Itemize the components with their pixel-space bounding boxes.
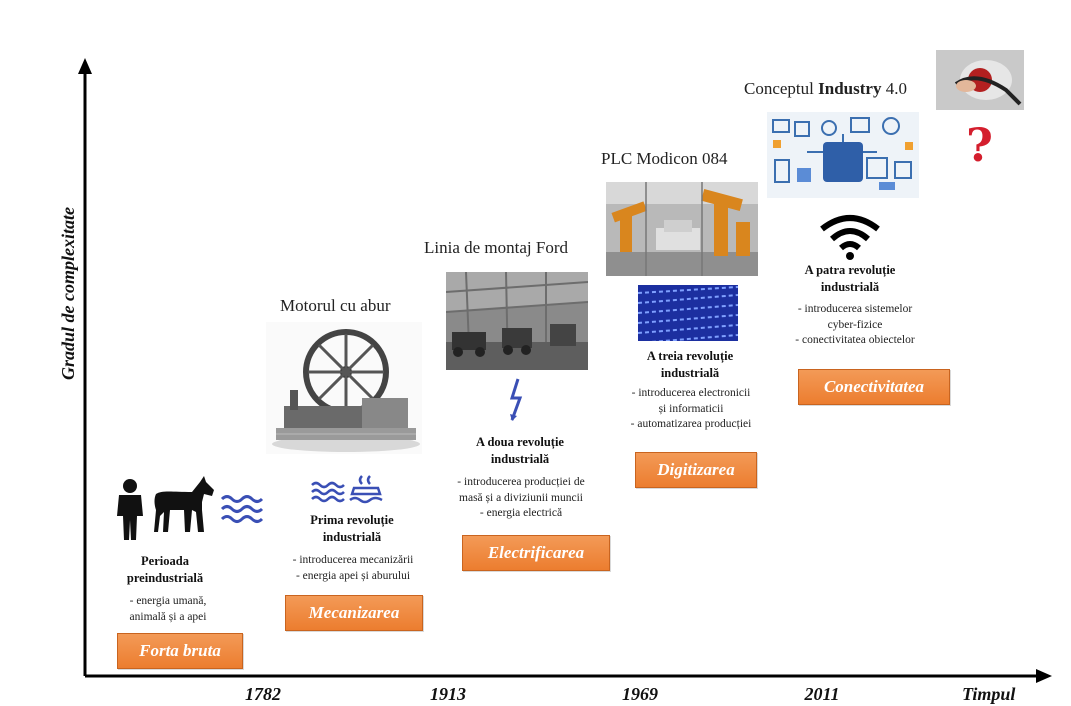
wifi-icon [820, 215, 880, 260]
year-1969: 1969 [622, 684, 658, 704]
tag-forta-bruta: Forta bruta [117, 633, 243, 669]
stage-4-desc-line: cyber-fizice [827, 318, 883, 331]
industry-40-caption: Conceptul Industry 4.0 [744, 79, 907, 99]
stage-0-description: - energia umană, animală și a apei [108, 594, 228, 625]
stage-0-title: Perioada preindustrială [126, 554, 204, 585]
stage-2-desc-line: masă și a diviziunii muncii [459, 491, 583, 504]
binary-data-image [638, 285, 738, 341]
ford-line-caption: Linia de montaj Ford [424, 238, 569, 257]
stage-4-description: - introducerea sistemelor cyber-fizice -… [770, 302, 940, 349]
stage-4-title: A patra revoluție industrială [804, 263, 896, 294]
stage-1-desc-line: - energia apei și aburului [295, 569, 411, 582]
y-axis-label: Gradul de complexitate [58, 207, 78, 380]
stage-4-desc-line: - conectivitatea obiectelor [795, 334, 915, 347]
stage-1-description: - introducerea mecanizării - energia ape… [270, 553, 436, 584]
tag-electrificarea: Electrificarea [462, 535, 610, 571]
future-image [936, 50, 1024, 110]
iot-concept-image [767, 112, 919, 198]
stage-1-desc-line: - introducerea mecanizării [292, 554, 414, 566]
question-mark: ? [966, 118, 993, 172]
stage-3-description: - introducerea electronicii și informati… [606, 386, 776, 433]
stage-2-description: - introducerea producției de masă și a d… [436, 475, 606, 522]
stage-0-desc-line: - energia umană, [129, 595, 207, 607]
stage-1-title: Prima revoluție industrială [310, 513, 394, 544]
stage-4-desc-line: - introducerea sistemelor [797, 303, 913, 315]
steam-engine-image [266, 322, 422, 454]
x-axis-label: Timpul [962, 684, 1016, 704]
year-1782: 1782 [245, 684, 281, 704]
ford-assembly-line-image [446, 272, 588, 370]
human-icon [117, 479, 143, 540]
caption-bold: Industry [818, 79, 882, 98]
plc-robots-image [606, 182, 758, 276]
stage-2-title: A doua revoluție industrială [476, 435, 564, 466]
lightning-icon [509, 378, 523, 421]
tag-conectivitatea: Conectivitatea [798, 369, 950, 405]
tag-mecanizarea: Mecanizarea [285, 595, 423, 631]
stage-3-desc-line: - automatizarea producției [630, 418, 752, 431]
year-2011: 2011 [804, 684, 840, 704]
stage-2-desc-line: - energia electrică [479, 507, 563, 520]
stage-3-desc-line: - introducerea electronicii [631, 387, 751, 399]
tag-digitizarea: Digitizarea [635, 452, 757, 488]
stage-0-desc-line: animală și a apei [129, 610, 207, 623]
horse-icon [154, 476, 214, 532]
steam-engine-caption: Motorul cu abur [280, 296, 391, 315]
stage-2-desc-line: - introducerea producției de [457, 476, 585, 488]
plc-caption: PLC Modicon 084 [601, 149, 728, 168]
caption-suffix: 4.0 [885, 79, 907, 98]
water-waves-icon [220, 495, 264, 523]
caption-prefix: Conceptul [744, 79, 814, 98]
stage-3-title: A treia revoluție industrială [646, 349, 734, 380]
water-waves-icon [311, 481, 345, 503]
steam-icon [349, 475, 383, 504]
year-1913: 1913 [430, 684, 466, 704]
stage-3-desc-line: și informaticii [658, 402, 724, 415]
